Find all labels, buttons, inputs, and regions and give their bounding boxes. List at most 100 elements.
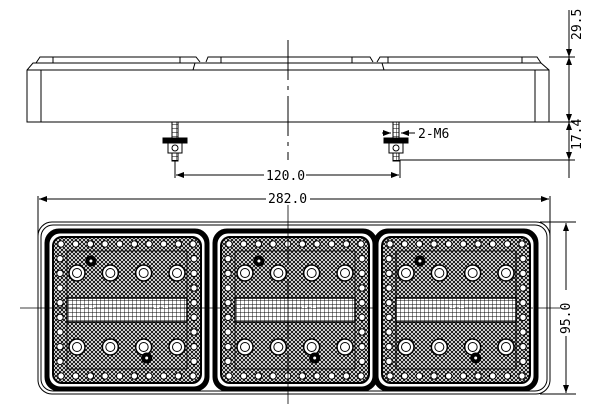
led-dot: [115, 240, 124, 248]
led-dot: [519, 269, 527, 278]
led-lens: [168, 264, 186, 282]
lens-top-middle: [205, 56, 374, 63]
led-dot: [400, 240, 409, 248]
indicator-band: [234, 297, 356, 323]
led-dot: [86, 372, 95, 380]
led-lens: [336, 338, 354, 356]
led-dot: [358, 313, 366, 322]
led-lens: [134, 264, 153, 282]
led-dot: [254, 240, 263, 248]
led-dot: [190, 269, 198, 278]
led-dot: [327, 240, 336, 248]
led-dot: [519, 254, 527, 263]
led-dot: [239, 240, 248, 248]
dim-stud-spacing: 120.0: [266, 169, 305, 184]
led-dot: [159, 240, 168, 248]
led-dot: [130, 372, 139, 380]
lamp-module: [212, 228, 378, 392]
led-dot: [519, 342, 527, 351]
led-dot: [342, 372, 351, 380]
led-dot: [71, 240, 80, 248]
led-dot: [224, 313, 232, 322]
indicator-band: [395, 297, 517, 323]
led-lens: [302, 338, 321, 356]
led-dot: [358, 254, 366, 263]
led-dot: [190, 328, 198, 336]
led-dot: [357, 372, 365, 380]
dim-overall-height: 95.0: [559, 303, 574, 334]
side-view: [26, 10, 575, 178]
led-dot: [56, 254, 64, 263]
led-dot: [101, 240, 109, 248]
led-dot: [313, 372, 321, 380]
led-lens: [463, 338, 482, 356]
led-lens: [430, 338, 449, 356]
led-dot: [358, 284, 366, 292]
led-dot: [130, 240, 139, 248]
led-dot: [519, 298, 527, 307]
led-dot: [415, 240, 424, 248]
led-dot: [327, 372, 336, 380]
led-dot: [159, 372, 168, 380]
led-dot: [225, 372, 233, 380]
led-dot: [474, 240, 482, 248]
led-lens: [497, 264, 515, 282]
led-dot: [519, 357, 527, 366]
led-dot: [189, 240, 197, 248]
front-view: [20, 196, 576, 404]
led-dot: [115, 372, 124, 380]
mounting-stud-right: [383, 121, 409, 162]
led-dot: [101, 372, 109, 380]
led-dot: [313, 240, 321, 248]
led-dot: [488, 372, 497, 380]
led-dot: [190, 357, 198, 366]
led-dot: [145, 372, 153, 380]
lens-top-right: [376, 56, 542, 64]
led-dot: [71, 372, 80, 380]
led-dot: [358, 357, 366, 366]
led-dot: [189, 372, 197, 380]
led-lens: [101, 264, 120, 282]
led-dot: [145, 240, 153, 248]
led-dot: [224, 328, 232, 336]
lamp-module: [373, 228, 539, 392]
led-dot: [385, 284, 393, 292]
led-dot: [488, 240, 497, 248]
led-dot: [518, 372, 526, 380]
led-dot: [358, 328, 366, 336]
led-lens: [236, 264, 254, 282]
led-lens: [68, 338, 86, 356]
led-dot: [56, 357, 64, 366]
led-dot: [342, 240, 351, 248]
dim-overall-width: 282.0: [268, 192, 307, 207]
led-dot: [56, 328, 64, 336]
led-dot: [224, 254, 232, 263]
led-dot: [57, 372, 65, 380]
led-dot: [224, 298, 232, 307]
led-lens: [302, 264, 321, 282]
led-lens: [236, 338, 254, 356]
led-dot: [415, 372, 424, 380]
led-dot: [519, 328, 527, 336]
led-dot: [385, 357, 393, 366]
led-dot: [386, 372, 394, 380]
led-dot: [357, 240, 365, 248]
led-dot: [224, 269, 232, 278]
led-dot: [430, 240, 438, 248]
led-lens: [68, 264, 86, 282]
led-dot: [56, 284, 64, 292]
led-lens: [101, 338, 120, 356]
led-dot: [385, 328, 393, 336]
led-dot: [174, 240, 183, 248]
led-dot: [444, 240, 453, 248]
led-dot: [444, 372, 453, 380]
led-dot: [224, 342, 232, 351]
led-dot: [474, 372, 482, 380]
lamp-module: [44, 228, 210, 392]
led-dot: [385, 313, 393, 322]
led-dot: [56, 269, 64, 278]
thread-label: 2-M6: [418, 127, 449, 142]
led-lens: [497, 338, 515, 356]
led-dot: [298, 240, 307, 248]
